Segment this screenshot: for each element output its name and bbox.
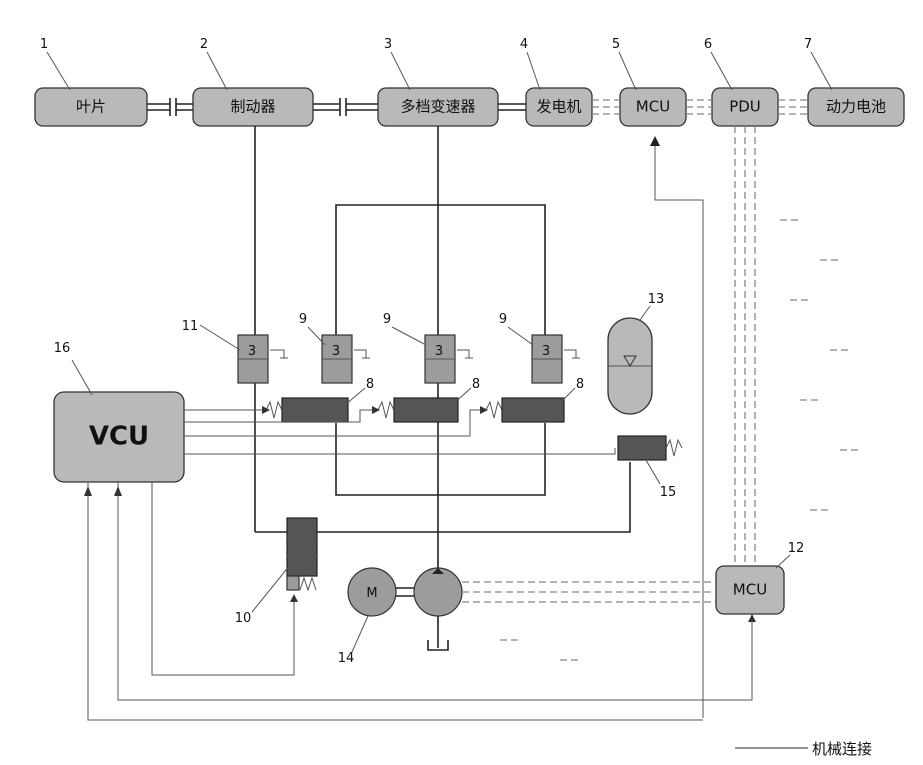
pdu-label: PDU xyxy=(729,98,761,116)
motor-14: M 14 xyxy=(338,568,414,666)
num-8c: 8 xyxy=(576,377,584,392)
solenoid-valve-8b: 8 xyxy=(378,377,480,422)
num-7: 7 xyxy=(804,37,812,52)
mcu-12-label: MCU xyxy=(733,581,767,599)
component-mcu-top: MCU xyxy=(620,88,686,126)
num-6: 6 xyxy=(704,37,712,52)
svg-text:3: 3 xyxy=(435,344,443,359)
num-11: 11 xyxy=(182,319,199,334)
component-battery: 动力电池 xyxy=(808,88,904,126)
num-1: 1 xyxy=(40,37,48,52)
num-5: 5 xyxy=(612,37,620,52)
solenoid-valve-8c: 8 xyxy=(486,377,584,422)
num-9b: 9 xyxy=(383,312,391,327)
svg-text:3: 3 xyxy=(332,344,340,359)
component-pdu: PDU xyxy=(712,88,778,126)
num-14: 14 xyxy=(338,651,355,666)
num-2: 2 xyxy=(200,37,208,52)
num-13: 13 xyxy=(648,292,665,307)
component-mcu-12: MCU 12 xyxy=(716,541,804,614)
top-number-labels: 1 2 3 4 5 6 7 xyxy=(40,37,832,90)
component-generator: 发电机 xyxy=(526,88,592,126)
pump xyxy=(414,568,462,616)
pump-to-mcu-links xyxy=(462,582,716,602)
solenoid-valve-8a: 8 xyxy=(266,377,374,422)
battery-label: 动力电池 xyxy=(826,98,886,116)
legend-mechanical-label: 机械连接 xyxy=(812,740,872,758)
valve-9c: 3 9 xyxy=(499,312,580,383)
solenoid-valve-15: 15 xyxy=(618,436,682,500)
component-vcu: VCU 16 xyxy=(54,341,184,482)
legend: 机械连接 xyxy=(735,740,872,758)
svg-text:M: M xyxy=(366,586,377,601)
generator-label: 发电机 xyxy=(536,98,581,116)
num-16: 16 xyxy=(54,341,71,356)
accumulator-13: 13 xyxy=(608,292,664,414)
gearbox-label: 多档变速器 xyxy=(400,98,475,116)
valve-11: 3 11 xyxy=(182,319,288,383)
num-12: 12 xyxy=(788,541,805,556)
num-9a: 9 xyxy=(299,312,307,327)
num-8b: 8 xyxy=(472,377,480,392)
valve-9a: 3 9 xyxy=(299,312,370,383)
num-10: 10 xyxy=(235,611,252,626)
num-15: 15 xyxy=(660,485,677,500)
component-brake: 制动器 xyxy=(193,88,313,126)
num-9c: 9 xyxy=(499,312,507,327)
num-4: 4 xyxy=(520,37,528,52)
svg-text:3: 3 xyxy=(542,344,550,359)
mcu-top-label: MCU xyxy=(636,98,670,116)
brake-label: 制动器 xyxy=(230,98,275,116)
num-3: 3 xyxy=(384,37,392,52)
valve-9b: 3 9 xyxy=(383,312,473,383)
valve-10: 10 xyxy=(235,518,317,626)
vcu-label: VCU xyxy=(89,422,149,452)
background-dash-pattern xyxy=(500,220,860,660)
blade-label: 叶片 xyxy=(76,98,106,116)
num-8a: 8 xyxy=(366,377,374,392)
component-blade: 叶片 xyxy=(35,88,147,126)
component-gearbox: 多档变速器 xyxy=(378,88,498,126)
svg-text:3: 3 xyxy=(248,344,256,359)
